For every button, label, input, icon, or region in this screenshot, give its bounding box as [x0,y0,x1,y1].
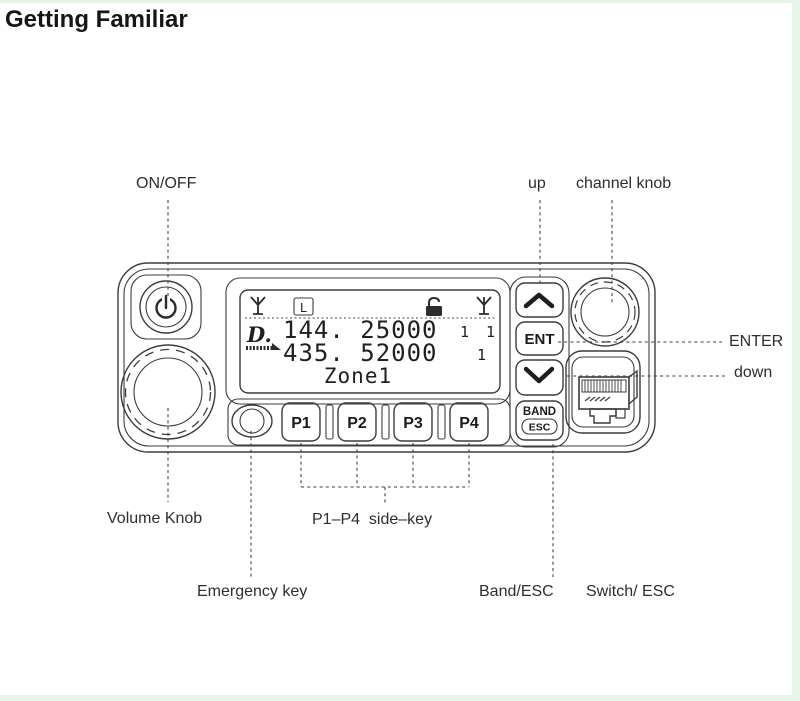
accent-strip-bottom [0,695,800,701]
callout-side-keys: P1–P4 side–key [312,511,433,528]
p3-button: P3 [393,402,433,442]
p1-button-label: P1 [291,415,311,432]
callout-down: down [734,364,773,381]
power-button [130,274,202,340]
frequency-sub-flag: 1 [477,346,486,364]
band-label: BAND [523,406,556,418]
key-separator [325,404,334,440]
key-separator [437,404,446,440]
key-separator [381,404,390,440]
callout-volume-knob: Volume Knob [107,510,203,527]
mic-jack [565,350,641,434]
radio-body [117,262,656,453]
page-title: Getting Familiar [5,6,188,33]
callout-lines [167,200,727,577]
right-button-column: ENT BAND ESC [509,276,570,448]
ent-button: ENT [515,321,564,356]
brand-logo: D. [246,322,281,350]
bottom-key-row: P1 P2 P3 P4 [227,398,511,446]
p4-button: P4 [449,402,489,442]
p1-button: P1 [281,402,321,442]
unlock-icon [426,296,442,316]
frequency-sub: 435. 52000 [283,339,438,367]
callout-switch-esc: Switch/ ESC [586,583,675,600]
l-indicator: L [293,297,314,316]
callout-band-esc: Band/ESC [479,583,554,600]
callout-on-off: ON/OFF [136,175,197,192]
chevron-down-icon [523,366,555,384]
chevron-up-icon [523,292,555,309]
emergency-button [231,404,273,438]
l-indicator-text: L [300,301,307,315]
accent-strip-right [792,0,800,701]
p2-button-label: P2 [347,415,367,432]
down-button [515,359,564,396]
p4-button-label: P4 [459,415,479,432]
power-icon [155,294,177,319]
band-esc-button: BAND ESC [515,400,564,441]
callout-enter: ENTER [729,333,784,350]
accent-strip-top [0,0,800,3]
zone-name: Zone1 [324,364,392,388]
p3-button-label: P3 [403,415,423,432]
display: L D. 144. 25000 1 1 435. 52000 1 Zone1 [225,277,511,405]
p2-button: P2 [337,402,377,442]
frequency-main: 144. 25000 [283,316,438,344]
volume-knob [120,344,216,440]
brand-logo-text: D. [246,322,272,347]
esc-label: ESC [529,422,551,434]
ent-button-label: ENT [525,331,555,348]
mic-jack-connector [578,369,638,424]
callout-channel-knob: channel knob [576,175,672,192]
channel-knob [570,277,640,347]
callout-emergency-key: Emergency key [197,583,308,600]
frequency-main-flags: 1 1 [460,323,499,341]
up-button [515,282,564,318]
callout-up: up [528,175,546,192]
antenna-icon [476,296,492,315]
antenna-icon [250,296,266,315]
